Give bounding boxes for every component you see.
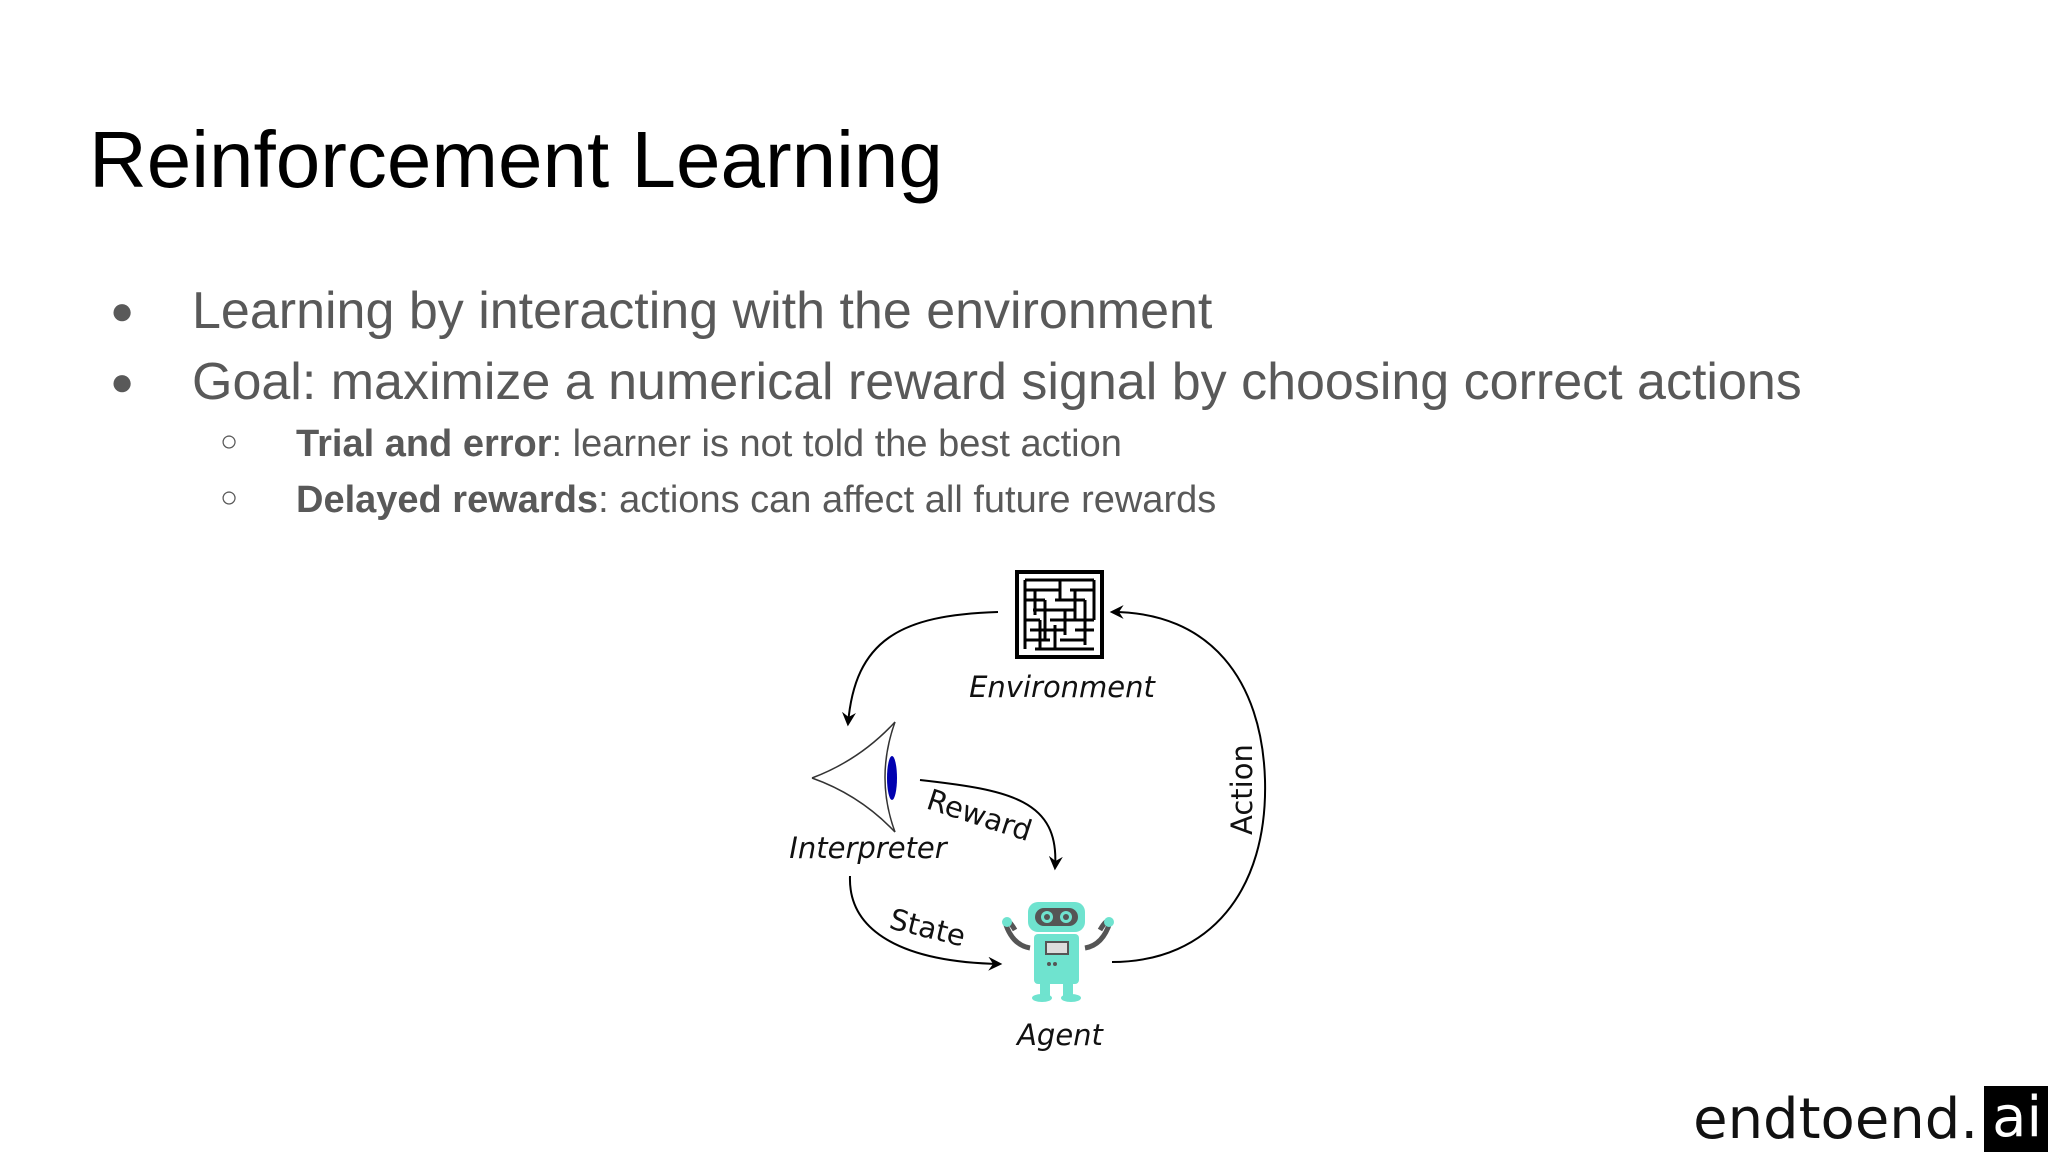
sub-bullet-text: Trial and error: learner is not told the… [296, 425, 1122, 463]
logo-box-text: ai [1984, 1086, 2048, 1152]
robot-icon [1002, 902, 1114, 1002]
sub-bullet-rest: : actions can affect all future rewards [598, 479, 1217, 521]
reward-arrow [919, 779, 1063, 871]
endtoend-logo: endtoend.ai [1693, 1082, 2048, 1152]
sub-bullet-rest: : learner is not told the best action [551, 423, 1122, 465]
bullet-text: Goal: maximize a numerical reward signal… [192, 353, 1802, 411]
environment-to-interpreter-arrow [841, 611, 999, 727]
slide-title: Reinforcement Learning [89, 115, 943, 204]
eye-icon [811, 721, 897, 833]
bullet-text: Learning by interacting with the environ… [192, 282, 1213, 340]
maze-icon [1015, 570, 1104, 659]
action-arrow [1109, 605, 1267, 963]
bullet-marker: ● [110, 289, 135, 333]
interpreter-label: Interpreter [789, 831, 948, 865]
action-label: Action [1225, 744, 1259, 835]
logo-text: endtoend. [1693, 1087, 1979, 1152]
sub-bullet-marker: ○ [220, 481, 239, 514]
sub-bullet-bold: Trial and error [296, 423, 552, 465]
state-arrow [848, 875, 1003, 971]
agent-label: Agent [1015, 1018, 1104, 1052]
sub-bullet-text: Delayed rewards: actions can affect all … [296, 481, 1216, 519]
sub-bullet-marker: ○ [220, 425, 239, 458]
environment-label: Environment [969, 670, 1156, 704]
sub-bullet-bold: Delayed rewards [296, 479, 599, 521]
bullet-marker: ● [110, 360, 135, 404]
